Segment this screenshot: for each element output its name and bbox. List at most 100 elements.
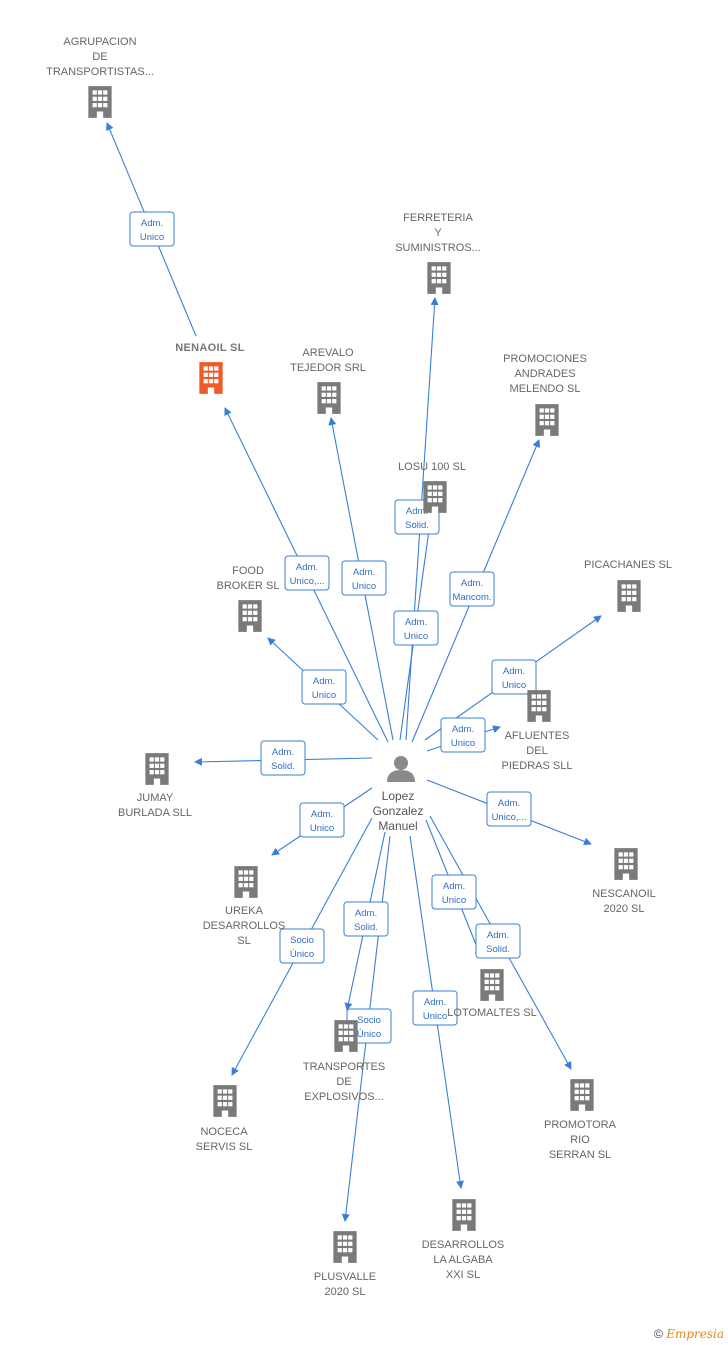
company-label-line: PICACHANES SL (584, 559, 672, 571)
company-label-line: PLUSVALLE (314, 1271, 376, 1283)
role-tag-text: Solid. (486, 944, 510, 955)
role-tags-layer: Adm.UnicoAdm.Unico,...Adm.UnicoAdm.Solid… (129, 211, 537, 1044)
role-tag[interactable]: Adm.Solid. (343, 901, 389, 937)
role-tag[interactable]: Adm.Unico,... (486, 791, 532, 827)
role-tag-box (279, 928, 325, 964)
company-label-line: FERRETERIA (403, 212, 473, 224)
role-tag-box (393, 610, 439, 646)
company-label-line: UREKA (225, 905, 264, 917)
role-tag[interactable]: Adm. Unico (393, 610, 439, 646)
company-label-line: DEL (526, 745, 547, 757)
building-icon (452, 1199, 476, 1231)
company-node-losu[interactable]: LOSU 100 SL (398, 461, 466, 513)
company-node-picachanes[interactable]: PICACHANES SL (584, 559, 672, 612)
building-icon (213, 1085, 237, 1117)
company-label-line: SERVIS SL (196, 1141, 253, 1153)
company-label-line: LA ALGABA (433, 1254, 493, 1266)
building-icon (617, 580, 641, 612)
company-label-line: MELENDO SL (510, 383, 581, 395)
role-tag-box (412, 990, 458, 1026)
company-node-lotomaltes[interactable]: LOTOMALTES SL (447, 969, 537, 1019)
company-label-line: TRANSPORTES (303, 1061, 385, 1073)
role-tag-text: Socio (357, 1015, 381, 1026)
role-tag[interactable]: Adm.Unico (301, 669, 347, 705)
role-tag[interactable]: Adm.Solid. (260, 740, 306, 776)
role-tag-text: Adm. (406, 506, 428, 517)
role-tag[interactable]: Adm.Unico (412, 990, 458, 1026)
role-tag-text: Único (290, 949, 314, 960)
role-tag-text: Unico (423, 1011, 447, 1022)
footer-brand: © Empresia (654, 1327, 724, 1341)
role-tag[interactable]: Adm.Unico (129, 211, 175, 247)
company-label-line: LOTOMALTES SL (447, 1007, 536, 1019)
role-tag-text: Unico (310, 823, 334, 834)
copyright-icon: © (654, 1327, 663, 1341)
company-label-line: RIO (570, 1134, 590, 1146)
company-label-line: SL (237, 935, 250, 947)
company-label-line: BROKER SL (217, 580, 280, 592)
company-node-agrupacion[interactable]: AGRUPACIONDETRANSPORTISTAS... (46, 36, 154, 118)
company-label-line: TEJEDOR SRL (290, 362, 366, 374)
company-label-line: DESARROLLOS (422, 1239, 505, 1251)
role-tag[interactable]: Adm.Unico (299, 802, 345, 838)
role-tag-box (341, 560, 387, 596)
role-tag[interactable]: Adm.Unico (431, 874, 477, 910)
company-node-nenaoil[interactable]: NENAOIL SL (175, 342, 244, 394)
building-icon (333, 1231, 357, 1263)
role-tag-box (440, 717, 486, 753)
role-tag-text: Adm. (141, 218, 163, 229)
role-tag[interactable]: Adm.Mancom. (449, 571, 495, 607)
building-icon (535, 404, 559, 436)
role-tag-text: Adm. (355, 908, 377, 919)
company-node-ferreteria[interactable]: FERRETERIAYSUMINISTROS... (395, 212, 481, 294)
role-tag-box (449, 571, 495, 607)
company-label-line: NOCECA (200, 1126, 248, 1138)
company-node-transportes[interactable]: TRANSPORTESDEEXPLOSIVOS... (303, 1020, 385, 1103)
role-tag-box (299, 802, 345, 838)
company-label-line: NENAOIL SL (175, 342, 244, 354)
company-label-line: FOOD (232, 565, 264, 577)
role-tag-text: Adm. (296, 562, 318, 573)
person-name-line: Manuel (378, 819, 417, 833)
company-label-line: Y (434, 227, 442, 239)
company-node-plusvalle[interactable]: PLUSVALLE 2020 SL (314, 1231, 376, 1298)
role-tag-box (301, 669, 347, 705)
role-tag[interactable]: Adm.Unico,... (284, 555, 330, 591)
role-tag-text: Adm. (452, 724, 474, 735)
role-tag[interactable]: Adm.Unico (341, 560, 387, 596)
role-tag-text: Adm. (503, 666, 525, 677)
role-tag[interactable]: Adm. Unico (440, 717, 486, 753)
building-icon (145, 753, 169, 785)
building-icon (317, 382, 341, 414)
role-tag-text: Adm. (272, 747, 294, 758)
role-tag[interactable]: Adm.Unico (491, 659, 537, 695)
company-node-noceca[interactable]: NOCECA SERVIS SL (196, 1085, 253, 1153)
role-tag-text: Unico (442, 895, 466, 906)
role-tag-box (260, 740, 306, 776)
building-icon (527, 690, 551, 722)
role-tag[interactable]: Adm.Solid. (475, 923, 521, 959)
role-tag-text: Unico (451, 738, 475, 749)
company-label-line: AGRUPACION (63, 36, 136, 48)
role-tag-text: Adm. (405, 617, 427, 628)
role-tag-text: Unico (404, 631, 428, 642)
company-label-line: 2020 SL (325, 1286, 366, 1298)
building-icon (614, 848, 638, 880)
company-node-foodbroker[interactable]: FOOD BROKER SL (217, 565, 280, 632)
company-label-line: PROMOTORA (544, 1119, 617, 1131)
role-tag-text: Unico (352, 581, 376, 592)
company-label-line: PROMOCIONES (503, 353, 587, 365)
company-label-line: NESCANOIL (592, 888, 656, 900)
person-node[interactable]: Lopez Gonzalez Manuel (373, 756, 424, 833)
